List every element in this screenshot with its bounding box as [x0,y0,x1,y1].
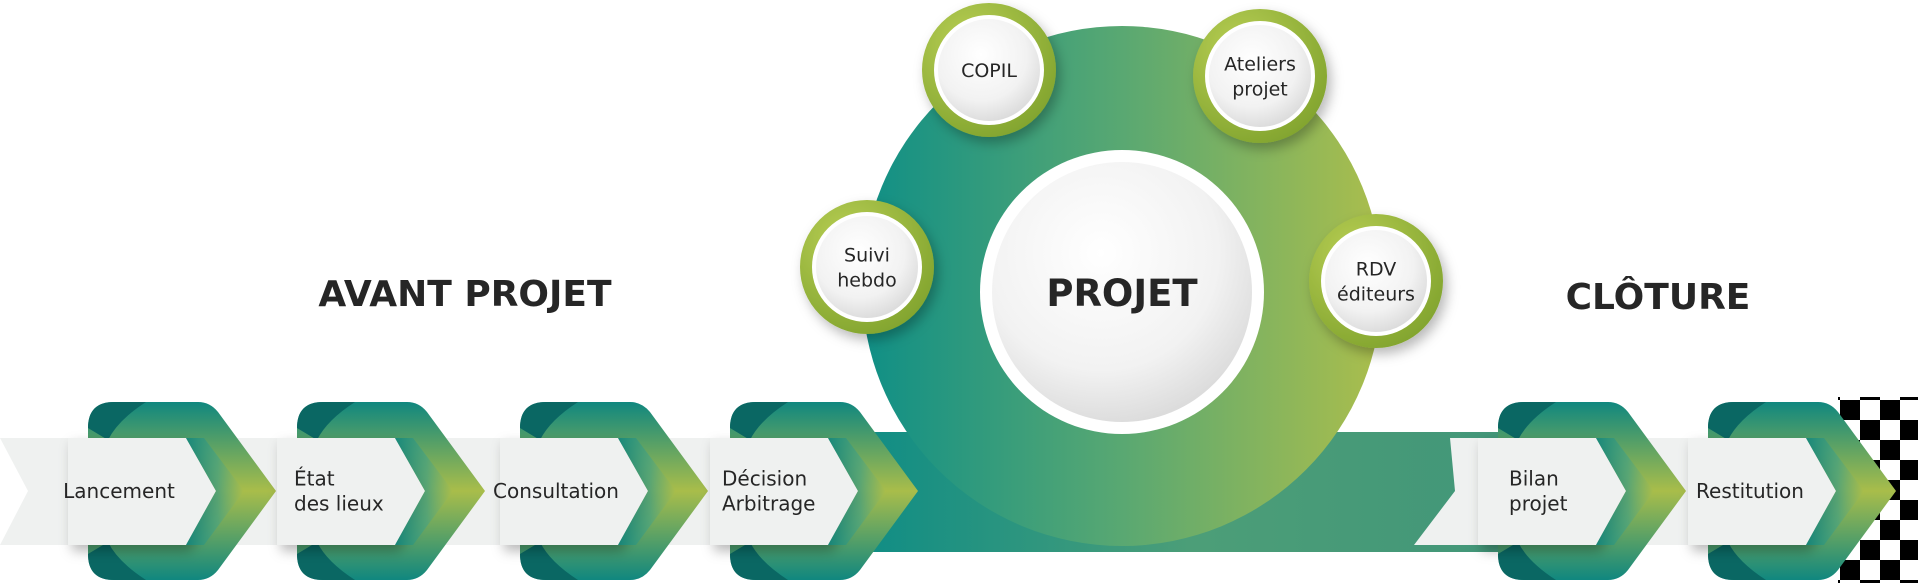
step-label: Consultation [493,479,619,503]
phase-title-avant-projet: AVANT PROJET [318,274,612,315]
phase-title-cloture: CLÔTURE [1566,276,1751,318]
bubble-label: projet [1232,79,1288,101]
step-chevron [500,402,708,580]
project-hub: PROJET [862,26,1382,546]
bubble-label: Ateliers [1224,54,1296,76]
step-label: Bilan [1509,467,1559,491]
bubble-label: RDV [1356,259,1397,281]
step-chevron [277,402,485,580]
satellite-bubble [800,200,934,334]
step-label: Arbitrage [722,492,815,516]
step-label: Lancement [63,479,175,503]
step-label: État [294,467,335,491]
step-label: Restitution [1696,479,1804,503]
bubble-label: hebdo [837,270,896,292]
phase-title-projet: PROJET [1046,272,1198,315]
step-label: Décision [722,467,807,491]
bubble-label: éditeurs [1337,284,1415,306]
step-label: des lieux [294,492,384,516]
step-chevron [68,402,276,580]
step-chevron [1478,402,1686,580]
bubble-label: Suivi [844,245,890,267]
bubble-label: COPIL [961,60,1017,82]
satellite-bubble [922,3,1056,137]
satellite-bubble [1193,9,1327,143]
satellite-bubble [1309,214,1443,348]
step-label: projet [1509,492,1568,516]
step-chevron [1688,402,1896,580]
step-chevron [710,402,918,580]
